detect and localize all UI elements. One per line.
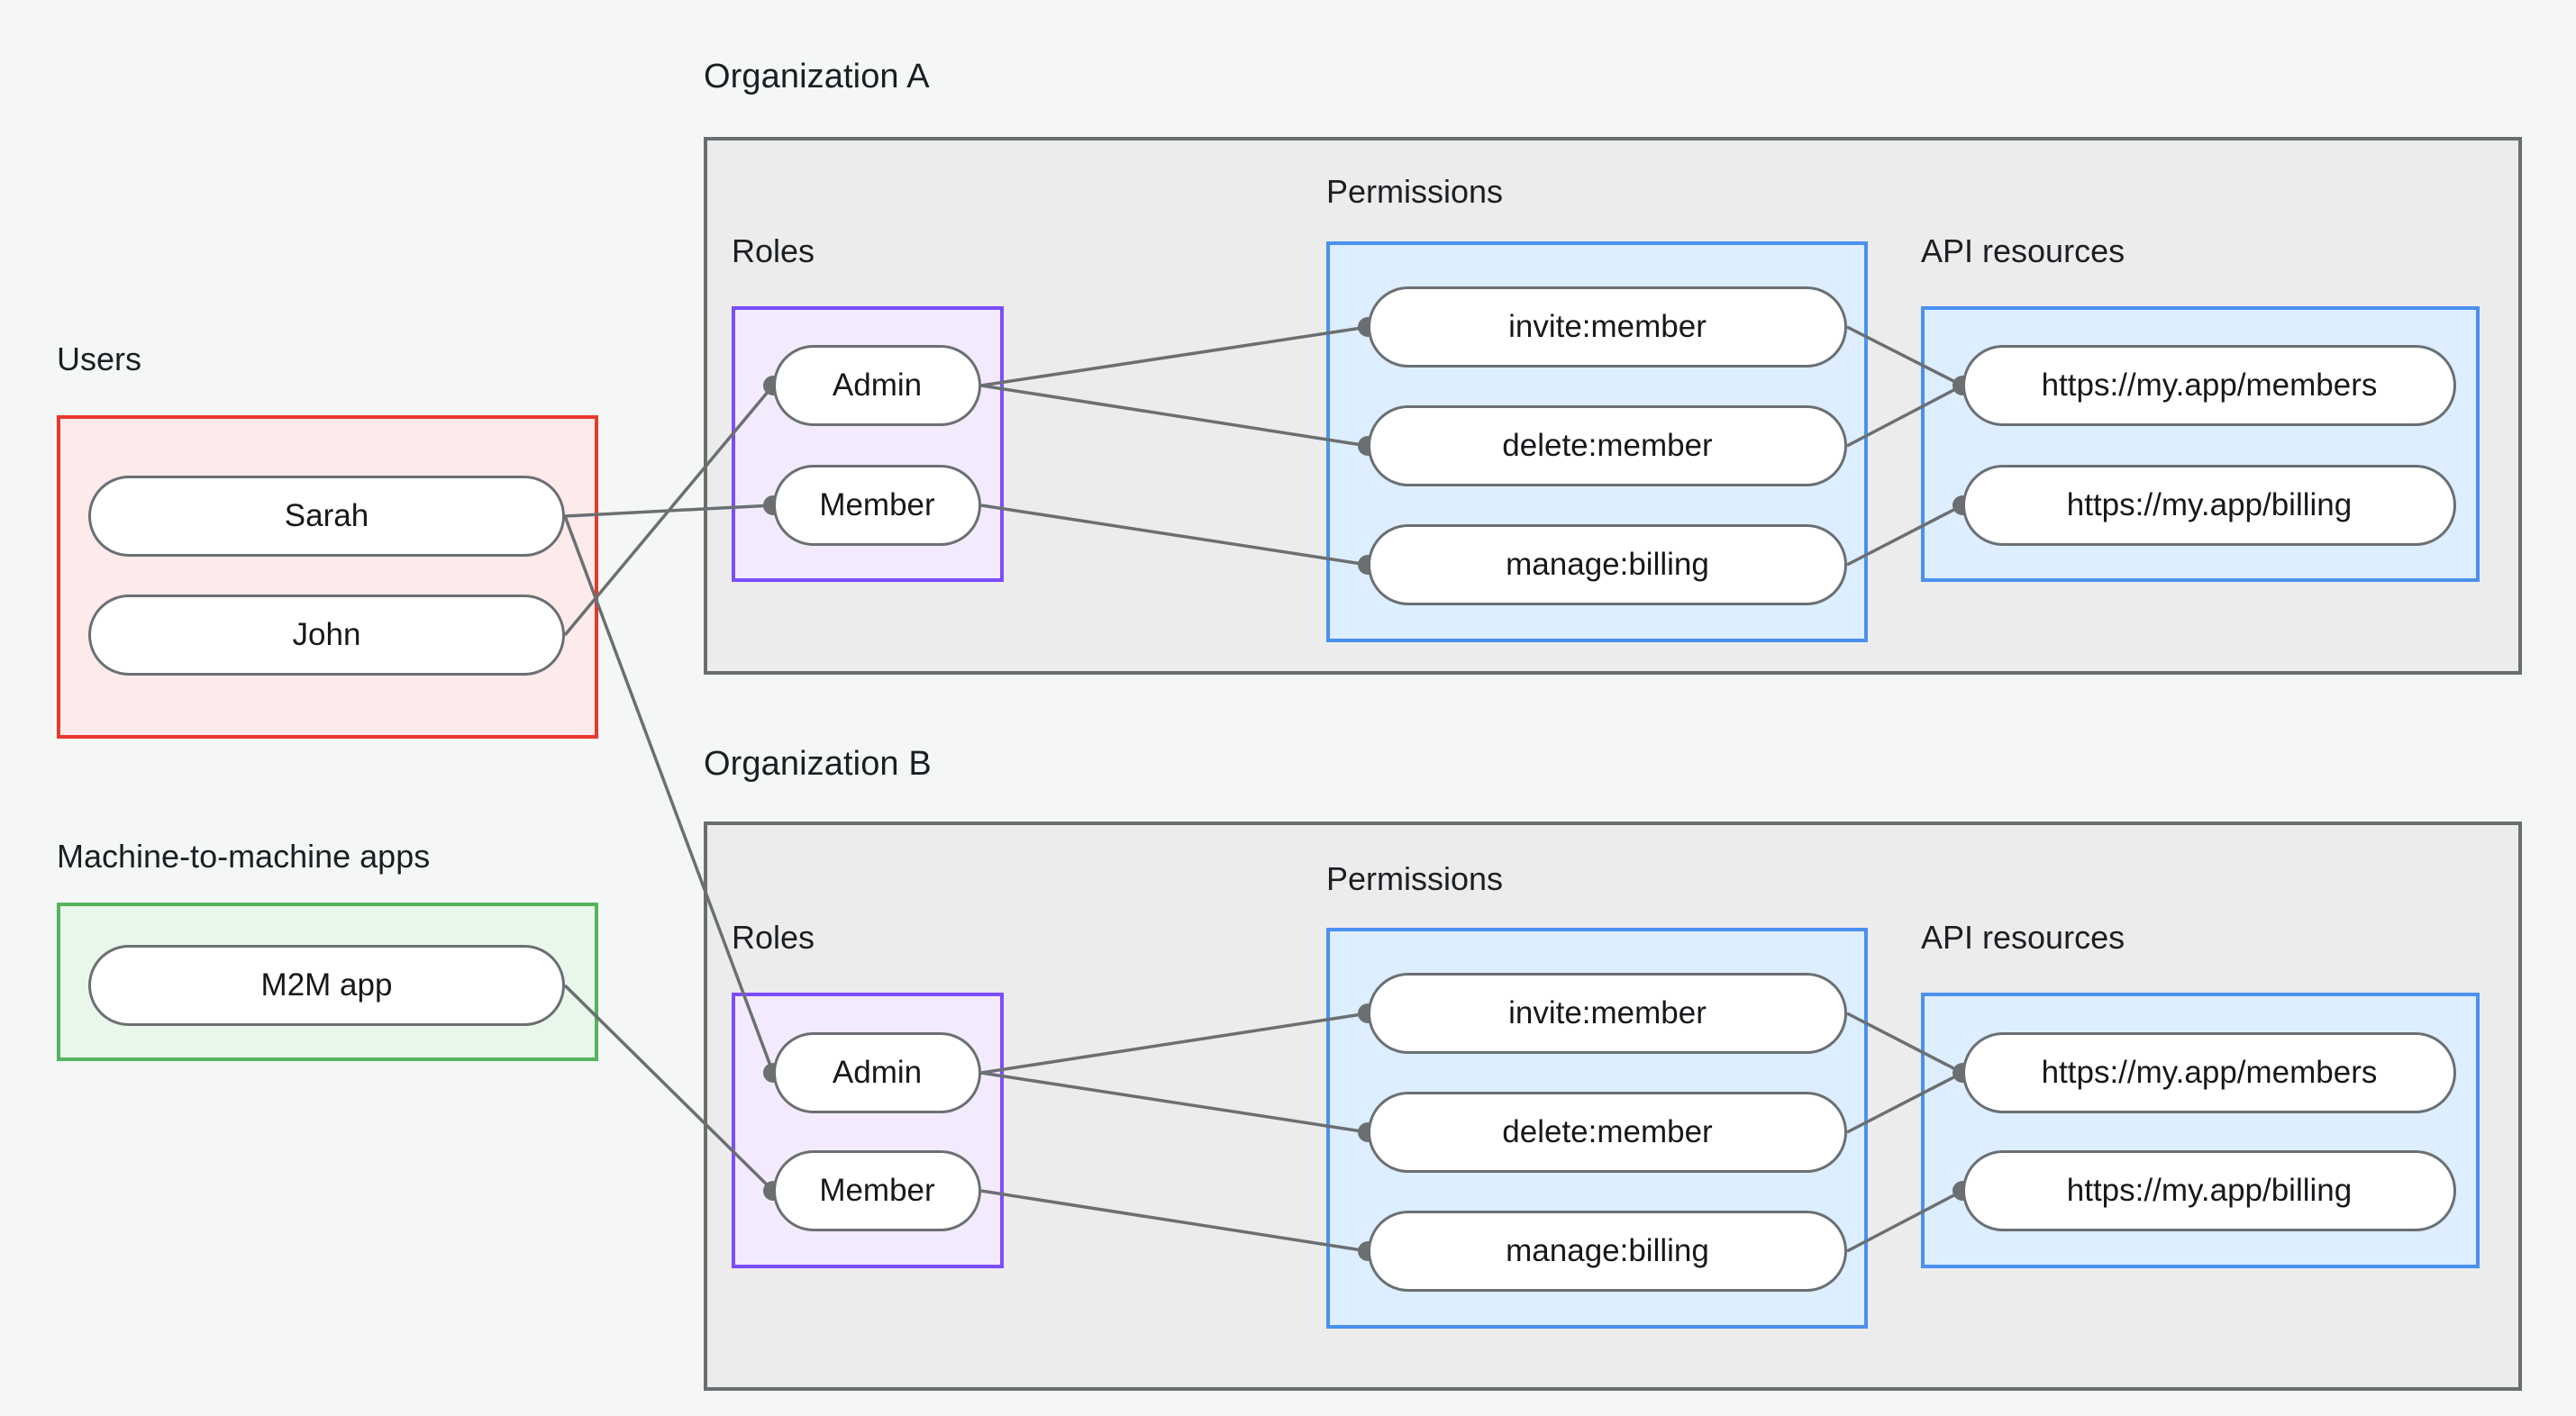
org-a-role-pill-member[interactable]: Member <box>773 465 981 546</box>
edge-orga-invite-to-members <box>1846 325 1963 387</box>
edge-john-to-orga-admin <box>563 384 775 637</box>
org-b-permissions-label: Permissions <box>1326 860 1504 897</box>
org-a-permission-pill-manage-billing[interactable]: manage:billing <box>1368 524 1847 605</box>
org-b-role-pill-member[interactable]: Member <box>773 1150 981 1231</box>
organization-b-title: Organization B <box>704 745 932 783</box>
org-b-role-pill-admin[interactable]: Admin <box>773 1032 981 1113</box>
edge-orga-member-to-manage <box>980 504 1369 567</box>
edge-m2m-to-orgb-member <box>563 984 775 1193</box>
org-b-api-resources-label: API resources <box>1921 919 2125 956</box>
org-a-api-pill-billing[interactable]: https://my.app/billing <box>1962 465 2456 546</box>
user-pill-sarah[interactable]: Sarah <box>88 476 565 557</box>
org-a-role-pill-admin[interactable]: Admin <box>773 345 981 426</box>
edge-sarah-to-orgb-admin <box>563 515 775 1074</box>
organization-a-title: Organization A <box>704 58 930 95</box>
edge-orgb-admin-to-delete <box>980 1071 1369 1134</box>
org-a-permission-pill-invite-member[interactable]: invite:member <box>1368 286 1847 368</box>
org-a-roles-label: Roles <box>732 232 815 269</box>
edge-orgb-member-to-manage <box>980 1189 1369 1253</box>
org-a-api-resources-label: API resources <box>1921 232 2125 269</box>
m2m-label: Machine-to-machine apps <box>57 838 431 875</box>
edge-orgb-manage-to-billing <box>1846 1189 1963 1253</box>
user-pill-john[interactable]: John <box>88 595 565 676</box>
edge-orgb-delete-to-members <box>1846 1071 1963 1134</box>
org-b-permission-pill-manage-billing[interactable]: manage:billing <box>1368 1211 1847 1292</box>
edge-orgb-invite-to-members <box>1846 1012 1963 1075</box>
edge-orga-manage-to-billing <box>1846 504 1963 567</box>
edge-orga-delete-to-members <box>1846 384 1963 448</box>
org-a-api-pill-members[interactable]: https://my.app/members <box>1962 345 2456 426</box>
org-b-api-pill-billing[interactable]: https://my.app/billing <box>1962 1150 2456 1231</box>
edge-orga-admin-to-delete <box>980 384 1369 448</box>
m2m-pill-app[interactable]: M2M app <box>88 945 565 1026</box>
users-group-box <box>57 415 598 739</box>
org-b-roles-label: Roles <box>732 919 815 956</box>
users-label: Users <box>57 340 142 377</box>
edge-orgb-admin-to-invite <box>980 1012 1369 1075</box>
org-b-permission-pill-invite-member[interactable]: invite:member <box>1368 973 1847 1054</box>
edge-orga-admin-to-invite <box>980 325 1369 387</box>
org-a-permission-pill-delete-member[interactable]: delete:member <box>1368 405 1847 486</box>
org-b-api-pill-members[interactable]: https://my.app/members <box>1962 1032 2456 1113</box>
org-b-permission-pill-delete-member[interactable]: delete:member <box>1368 1092 1847 1173</box>
org-a-permissions-label: Permissions <box>1326 173 1504 210</box>
